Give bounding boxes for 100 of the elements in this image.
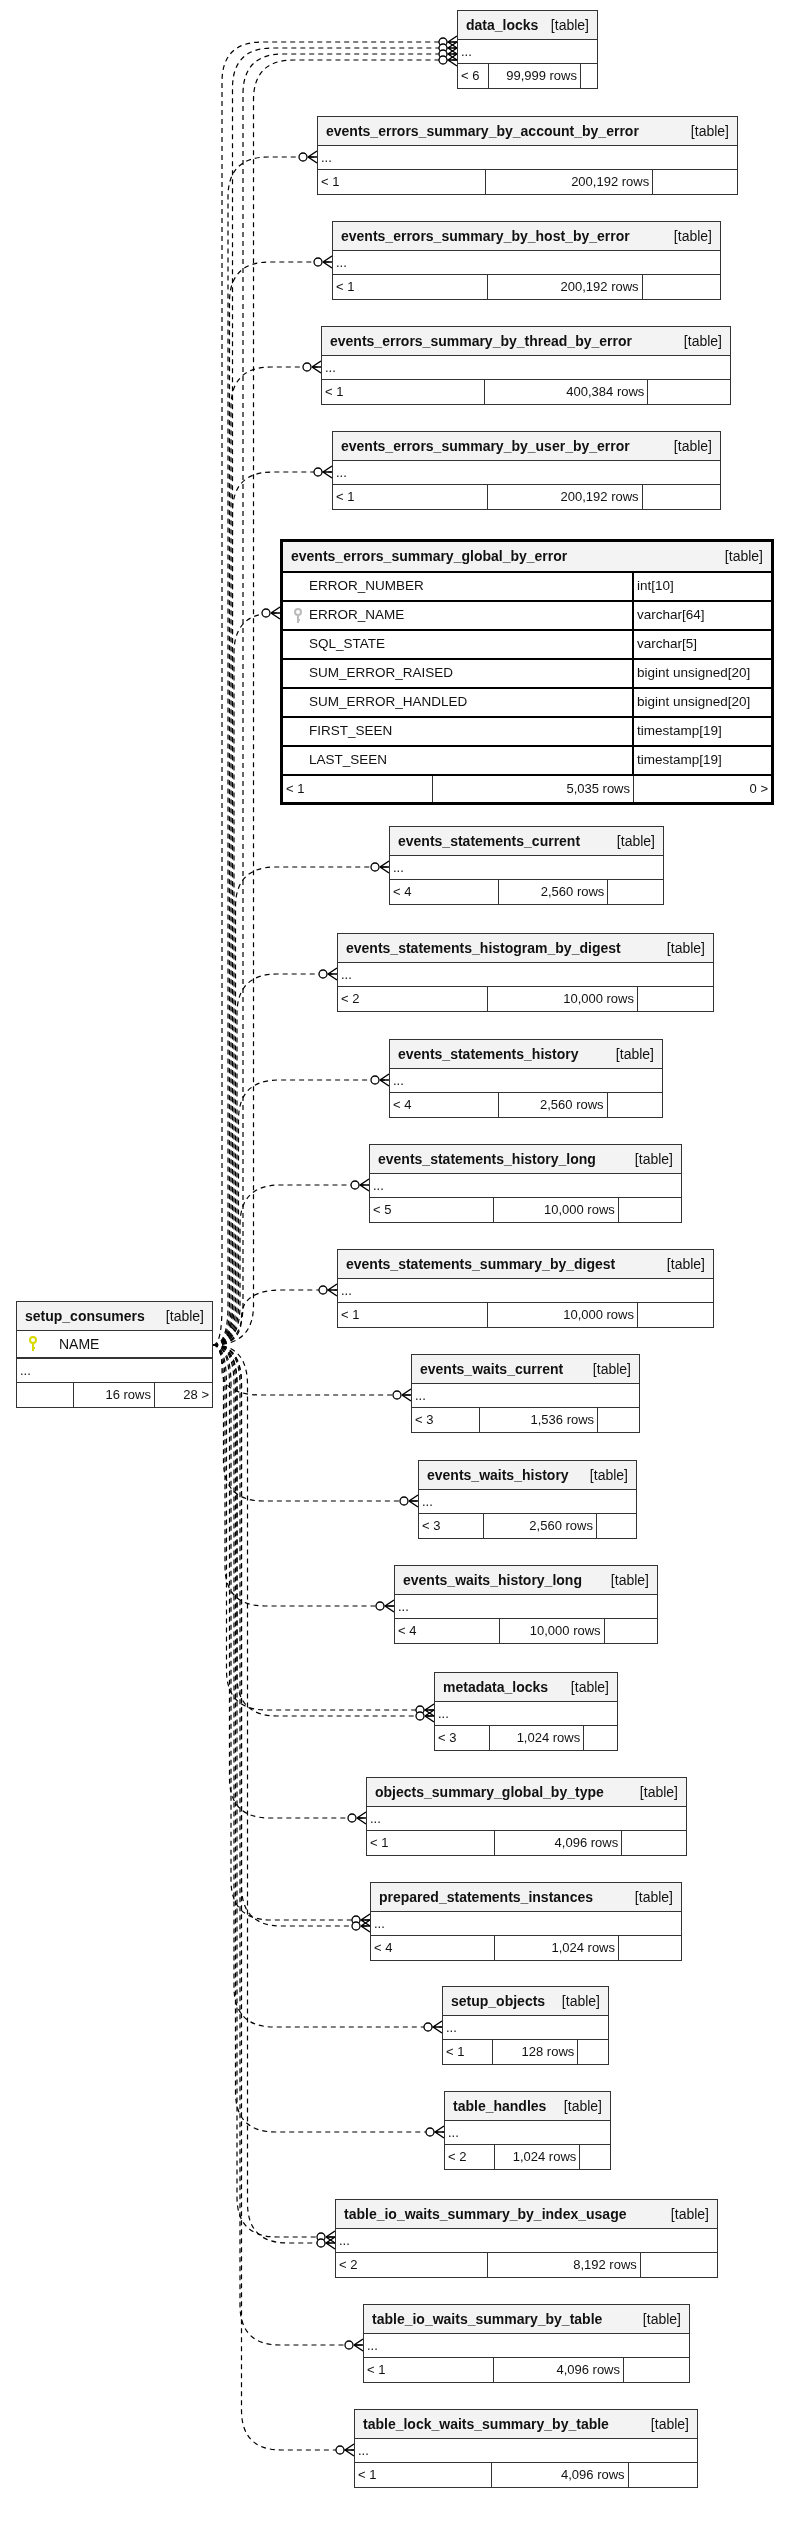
parent-count: < 4 bbox=[395, 1619, 500, 1643]
table-box bbox=[442, 1986, 609, 2065]
table-name: table_lock_waits_summary_by_table bbox=[363, 2414, 609, 2434]
column-type: bigint unsigned[20] bbox=[636, 693, 752, 712]
table-type-label: [table] bbox=[570, 1677, 609, 1697]
row-count: 128 rows bbox=[492, 2040, 579, 2064]
table-type-label: [table] bbox=[550, 15, 589, 35]
parent-count: < 4 bbox=[371, 1936, 495, 1960]
row-count: 10,000 rows bbox=[499, 1619, 605, 1643]
table-box bbox=[418, 1460, 637, 1539]
table-box bbox=[434, 1672, 618, 1751]
table-box bbox=[280, 539, 774, 805]
table-box bbox=[370, 1882, 682, 1961]
table-type-label: [table] bbox=[639, 1782, 678, 1802]
row-count: 99,999 rows bbox=[489, 64, 581, 88]
table-name: events_errors_summary_by_user_by_error bbox=[341, 436, 630, 456]
table-name: setup_objects bbox=[451, 1991, 546, 2011]
column-type: varchar[64] bbox=[636, 606, 706, 625]
row-count: 2,560 rows bbox=[498, 1093, 608, 1117]
parent-count: < 1 bbox=[355, 2463, 492, 2487]
column-name: FIRST_SEEN bbox=[309, 722, 393, 741]
row-count: 1,024 rows bbox=[489, 1726, 585, 1750]
row-count: 2,560 rows bbox=[484, 1514, 597, 1538]
table-type-label: [table] bbox=[683, 331, 722, 351]
ellipsis-row: ... bbox=[322, 356, 730, 380]
ellipsis-row: ... bbox=[443, 2016, 608, 2040]
parent-count: < 4 bbox=[390, 880, 500, 904]
ellipsis-row: ... bbox=[412, 1384, 639, 1408]
column-name: SUM_ERROR_HANDLED bbox=[309, 693, 468, 712]
row-count: 10,000 rows bbox=[488, 987, 638, 1011]
table-box bbox=[369, 1144, 682, 1223]
table-type-label: [table] bbox=[563, 2096, 602, 2116]
table-box bbox=[363, 2304, 690, 2383]
parent-count: < 1 bbox=[283, 776, 433, 802]
ellipsis-row: ... bbox=[419, 1490, 636, 1514]
parent-count: < 3 bbox=[412, 1408, 481, 1432]
table-name: events_statements_current bbox=[398, 831, 581, 851]
column-name: SQL_STATE bbox=[309, 635, 386, 654]
table-type-label: [table] bbox=[561, 1991, 600, 2011]
parent-count: < 2 bbox=[336, 2253, 489, 2277]
row-count: 8,192 rows bbox=[488, 2253, 641, 2277]
table-name: events_statements_history_long bbox=[378, 1149, 596, 1169]
table-box bbox=[317, 116, 738, 195]
table-box bbox=[444, 2091, 611, 2170]
table-type-label: [table] bbox=[165, 1306, 204, 1326]
row-count: 200,192 rows bbox=[487, 275, 643, 299]
table-name: events_statements_summary_by_digest bbox=[346, 1254, 616, 1274]
parent-count: < 3 bbox=[435, 1726, 490, 1750]
ellipsis-row: ... bbox=[333, 251, 720, 275]
table-type-label: [table] bbox=[690, 121, 729, 141]
row-count: 2,560 rows bbox=[499, 880, 609, 904]
table-box bbox=[332, 221, 721, 300]
table-name: events_waits_history bbox=[427, 1465, 569, 1485]
row-count: 200,192 rows bbox=[485, 170, 654, 194]
ellipsis-row: ... bbox=[395, 1595, 657, 1619]
ellipsis-row: ... bbox=[390, 1069, 662, 1093]
table-type-label: [table] bbox=[673, 436, 712, 456]
table-box bbox=[16, 1301, 213, 1408]
ellipsis-row: ... bbox=[338, 963, 713, 987]
child-count: 0 > bbox=[748, 780, 769, 799]
table-box bbox=[389, 1039, 663, 1118]
table-type-label: [table] bbox=[673, 226, 712, 246]
table-name: events_statements_histogram_by_digest bbox=[346, 938, 621, 958]
column-name: NAME bbox=[59, 1334, 100, 1354]
parent-count: < 1 bbox=[364, 2358, 494, 2382]
row-count: 10,000 rows bbox=[488, 1303, 638, 1327]
ellipsis-row: ... bbox=[364, 2334, 689, 2358]
column-type: bigint unsigned[20] bbox=[636, 664, 752, 683]
table-box bbox=[389, 826, 664, 905]
column-name: SUM_ERROR_RAISED bbox=[309, 664, 454, 683]
table-name: table_io_waits_summary_by_table bbox=[372, 2309, 603, 2329]
row-count: 10,000 rows bbox=[494, 1198, 619, 1222]
row-count: 4,096 rows bbox=[491, 2463, 629, 2487]
table-name: table_handles bbox=[453, 2096, 547, 2116]
ellipsis-row: ... bbox=[336, 2229, 717, 2253]
parent-count: < 6 bbox=[458, 64, 489, 88]
column-type: int[10] bbox=[636, 577, 675, 596]
table-type-label: [table] bbox=[670, 2204, 709, 2224]
table-type-label: [table] bbox=[666, 938, 705, 958]
row-count: 4,096 rows bbox=[494, 1831, 623, 1855]
ellipsis-row: ... bbox=[371, 1912, 681, 1936]
row-count: 5,035 rows bbox=[433, 776, 634, 802]
ellipsis-row: ... bbox=[390, 856, 663, 880]
parent-count: < 2 bbox=[445, 2145, 495, 2169]
table-name: events_errors_summary_by_host_by_error bbox=[341, 226, 630, 246]
row-count: 4,096 rows bbox=[494, 2358, 624, 2382]
row-count: 1,024 rows bbox=[494, 2145, 581, 2169]
row-count: 1,536 rows bbox=[480, 1408, 599, 1432]
parent-count: < 1 bbox=[443, 2040, 493, 2064]
table-name: events_statements_history bbox=[398, 1044, 579, 1064]
parent-count: < 1 bbox=[322, 380, 486, 404]
child-count: 28 > bbox=[182, 1386, 210, 1405]
table-box bbox=[457, 10, 598, 89]
table-type-label: [table] bbox=[666, 1254, 705, 1274]
table-name: objects_summary_global_by_type bbox=[375, 1782, 604, 1802]
table-type-label: [table] bbox=[650, 2414, 689, 2434]
column-type: timestamp[19] bbox=[636, 722, 723, 741]
table-type-label: [table] bbox=[610, 1570, 649, 1590]
ellipsis-row: ... bbox=[367, 1807, 686, 1831]
ellipsis-row: ... bbox=[318, 146, 737, 170]
